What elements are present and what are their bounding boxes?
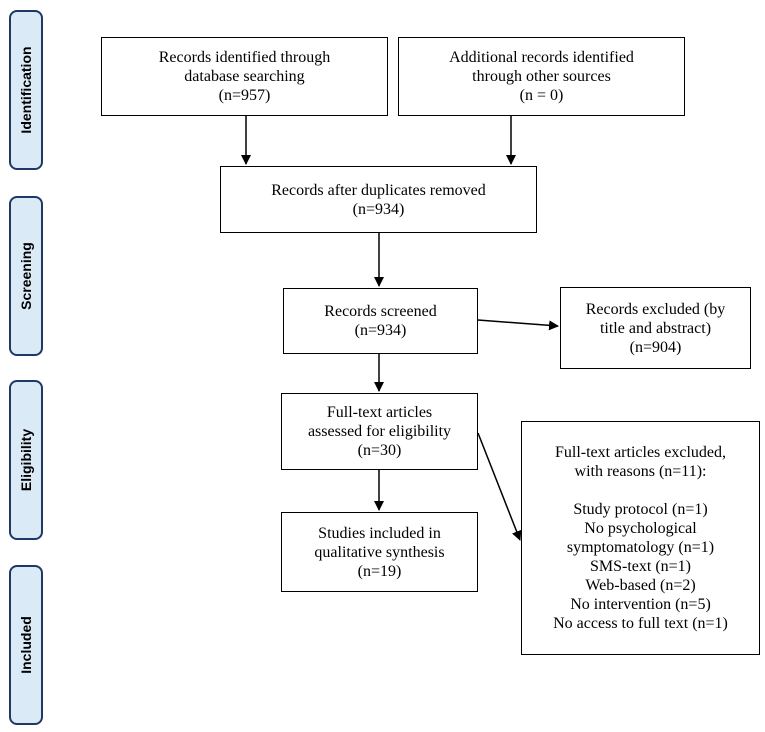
- box-database-searching-count: (n=957): [218, 87, 271, 104]
- arrow-screened-to-excluded: [477, 319, 559, 331]
- box-other-sources-line2: through other sources: [472, 68, 611, 85]
- box-fulltext-assessed-line2: assessed for eligibility: [307, 423, 452, 440]
- exclusion-reason: Web-based (n=2): [585, 577, 696, 594]
- box-studies-included-count: (n=19): [357, 562, 402, 580]
- phase-eligibility-label: Eligibility: [18, 428, 34, 492]
- box-other-sources: Additional records identified through ot…: [398, 37, 685, 116]
- box-fulltext-excluded: Full-text articles excluded, with reason…: [521, 421, 760, 655]
- exclusion-reason: No intervention (n=5): [570, 596, 711, 613]
- box-fulltext-excluded-line1: Full-text articles excluded,: [554, 444, 727, 461]
- box-database-searching-line2: database searching: [184, 68, 305, 85]
- box-after-duplicates: Records after duplicates removed (n=934): [220, 166, 537, 233]
- exclusion-reason: Study protocol (n=1): [573, 501, 708, 518]
- phase-screening: Screening: [9, 196, 43, 356]
- phase-identification: Identification: [9, 10, 43, 170]
- box-records-excluded-line1: Records excluded (by: [585, 300, 726, 318]
- box-after-duplicates-count: (n=934): [352, 200, 405, 218]
- exclusion-reason: No psychological: [584, 520, 697, 537]
- box-records-excluded-count: (n=904): [629, 338, 682, 356]
- phase-included-label: Included: [18, 616, 34, 674]
- box-fulltext-assessed-count: (n=30): [357, 442, 402, 459]
- box-studies-included: Studies included in qualitative synthesi…: [281, 512, 478, 592]
- box-database-searching: Records identified through database sear…: [101, 37, 388, 116]
- box-database-searching-line1: Records identified through: [158, 49, 331, 66]
- box-other-sources-count: (n = 0): [519, 87, 564, 104]
- arrow-fulltext-to-excluded: [477, 432, 522, 541]
- box-other-sources-line1: Additional records identified: [449, 49, 634, 66]
- phase-screening-label: Screening: [18, 242, 34, 310]
- phase-identification-label: Identification: [18, 46, 34, 134]
- exclusion-reason: SMS-text (n=1): [589, 558, 692, 575]
- box-fulltext-excluded-line2: with reasons (n=11):: [574, 463, 707, 480]
- phase-eligibility: Eligibility: [9, 380, 43, 540]
- exclusion-reason: No access to full text (n=1): [553, 615, 728, 632]
- box-records-screened: Records screened (n=934): [283, 288, 478, 354]
- box-studies-included-line1: Studies included in: [318, 524, 441, 542]
- box-records-excluded: Records excluded (by title and abstract)…: [560, 287, 751, 369]
- exclusion-reason: symptomatology (n=1): [566, 539, 715, 556]
- box-fulltext-assessed-line1: Full-text articles: [326, 404, 433, 421]
- phase-included: Included: [9, 565, 43, 725]
- box-fulltext-assessed: Full-text articles assessed for eligibil…: [281, 393, 478, 470]
- box-records-screened-count: (n=934): [354, 322, 407, 339]
- box-after-duplicates-line1: Records after duplicates removed: [271, 181, 486, 199]
- box-studies-included-line2: qualitative synthesis: [314, 543, 445, 561]
- box-records-excluded-line2: title and abstract): [599, 319, 712, 337]
- box-records-screened-line1: Records screened: [324, 303, 437, 320]
